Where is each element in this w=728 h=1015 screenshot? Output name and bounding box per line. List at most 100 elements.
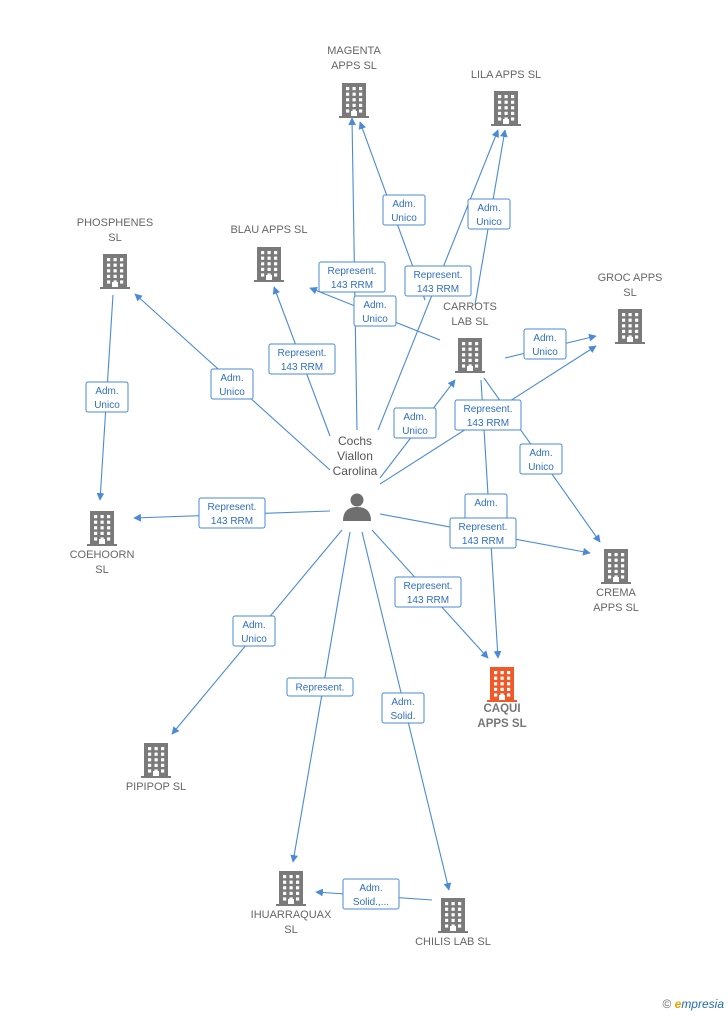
- edge-label-text: Adm.: [363, 300, 386, 311]
- edge-label-text: Adm.: [392, 199, 415, 210]
- company-name-line: BLAU APPS SL: [230, 224, 307, 236]
- edge-label-text: Adm.: [220, 373, 243, 384]
- building-icon: [601, 549, 631, 584]
- edge-label-text: Represent.: [464, 404, 513, 415]
- edge-label-crema-rep[interactable]: Represent.143 RRM: [449, 517, 517, 549]
- node-ihuarraquax[interactable]: IHUARRAQUAX SL: [251, 871, 332, 936]
- company-name-line: PHOSPHENES: [77, 217, 153, 229]
- edge-label-text: Solid.: [390, 711, 415, 722]
- edge-label-text: Represent.: [296, 683, 345, 694]
- edge-label-text: Adm.: [403, 412, 426, 423]
- edge-label-box: [342, 878, 400, 910]
- edge-label-text: Unico: [528, 462, 554, 473]
- edge-label-box: [232, 615, 276, 647]
- edge-label-caqui-rep[interactable]: Represent. 143 RRM: [394, 576, 462, 608]
- edge-label-phos-coeh[interactable]: Adm.Unico: [85, 381, 129, 413]
- person-name-line: Carolina: [333, 464, 378, 478]
- company-name-line: APPS SL: [477, 718, 526, 730]
- edge-label-chilis-ihu[interactable]: Adm. Solid.,...: [342, 878, 400, 910]
- company-name-line: COEHOORN: [70, 549, 135, 561]
- edge-label-blau-adm[interactable]: Adm. Unico: [353, 295, 397, 327]
- edge-label-text: Represent.: [278, 348, 327, 359]
- company-name-line: SL: [284, 924, 297, 936]
- edge-label-lila-adm[interactable]: Adm.Unico: [467, 198, 511, 230]
- company-name-line: CARROTS: [443, 301, 497, 313]
- edge-label-text: Unico: [532, 347, 558, 358]
- company-name-line: CAQUI: [483, 703, 520, 715]
- building-icon: [438, 898, 468, 933]
- edge-label-box: [210, 368, 254, 400]
- edge-label-text: Unico: [219, 387, 245, 398]
- edge-label-coeh-rep[interactable]: Represent.143 RRM: [198, 497, 266, 529]
- edge-label-box: [519, 443, 563, 475]
- edge-label-box: [198, 497, 266, 529]
- node-pipipop[interactable]: PIPIPOP SL: [126, 743, 186, 793]
- edge-label-groc-adm[interactable]: Adm.Unico: [523, 328, 567, 360]
- edge-label-box: [394, 576, 462, 608]
- node-caqui[interactable]: CAQUI APPS SL: [477, 667, 527, 730]
- building-icon: [87, 511, 117, 546]
- building-icon: [339, 83, 369, 118]
- person-icon: [343, 493, 371, 521]
- edge-label-blau-rep[interactable]: Represent. 143 RRM: [268, 343, 336, 375]
- edge-label-carrots-adm[interactable]: Adm. Unico: [393, 407, 437, 439]
- edge-label-box: [381, 692, 425, 724]
- building-icon: [491, 91, 521, 126]
- edge-label-phos-adm[interactable]: Adm. Unico: [210, 368, 254, 400]
- company-name-line: LAB SL: [451, 316, 488, 328]
- edge-label-text: Adm.: [359, 883, 382, 894]
- edge-label-text: Unico: [402, 426, 428, 437]
- edge-label-pipipop-adm[interactable]: Adm.Unico: [232, 615, 276, 647]
- edge-label-text: 143 RRM: [407, 595, 449, 606]
- edge-label-crema-adm[interactable]: Adm.Unico: [519, 443, 563, 475]
- building-icon: [615, 309, 645, 344]
- company-name-line: PIPIPOP SL: [126, 781, 186, 793]
- edge-label-ihu-rep[interactable]: Represent.: [286, 677, 354, 697]
- edge-label-chilis-adm[interactable]: Adm. Solid.: [381, 692, 425, 724]
- company-name-line: LILA APPS SL: [471, 69, 541, 81]
- edge-label-box: [85, 381, 129, 413]
- edge-labels-layer: Represent.143 RRMAdm.UnicoAdm.UnicoRepre…: [85, 194, 567, 910]
- edge-label-text: Represent.: [404, 581, 453, 592]
- edge-label-box: [318, 261, 386, 293]
- node-lila[interactable]: LILA APPS SL: [471, 69, 541, 126]
- node-blau[interactable]: BLAU APPS SL: [230, 224, 308, 282]
- building-icon: [455, 338, 485, 373]
- edge-label-box: [404, 265, 472, 297]
- edge-label-text: Unico: [391, 213, 417, 224]
- edge-label-box: [449, 517, 517, 549]
- brand-name: mpresia: [681, 997, 724, 1011]
- edge-label-magenta-rep[interactable]: Represent.143 RRM: [318, 261, 386, 293]
- edge-label-box: [286, 677, 354, 697]
- edge-label-text: Represent.: [208, 502, 257, 513]
- building-icon: [100, 254, 130, 289]
- edge-label-text: 143 RRM: [281, 362, 323, 373]
- brand-initial: e: [674, 997, 682, 1011]
- edge-label-caqui-adm[interactable]: Adm.: [464, 493, 508, 525]
- company-name-line: IHUARRAQUAX: [251, 909, 332, 921]
- edge-label-text: Unico: [362, 314, 388, 325]
- company-name-line: SL: [623, 287, 636, 299]
- edge-label-groc-rep[interactable]: Represent.143 RRM: [454, 399, 522, 431]
- empresia-logo[interactable]: © empresia: [662, 997, 724, 1011]
- company-name-line: MAGENTA: [327, 45, 381, 57]
- edge-label-text: Adm.: [477, 203, 500, 214]
- copyright-symbol: ©: [662, 997, 672, 1011]
- edge-label-text: Represent.: [414, 270, 463, 281]
- node-carrots[interactable]: CARROTS LAB SL: [443, 301, 497, 373]
- edge-label-text: 143 RRM: [462, 536, 504, 547]
- edge-label-text: Adm.: [391, 697, 414, 708]
- edge-label-lila-rep[interactable]: Represent.143 RRM: [404, 265, 472, 297]
- node-chilis[interactable]: CHILIS LAB SL: [415, 898, 491, 948]
- edge-label-text: Solid.,...: [353, 897, 389, 908]
- edge-label-magenta-adm[interactable]: Adm. Unico: [382, 194, 426, 226]
- company-name-line: APPS SL: [593, 602, 639, 614]
